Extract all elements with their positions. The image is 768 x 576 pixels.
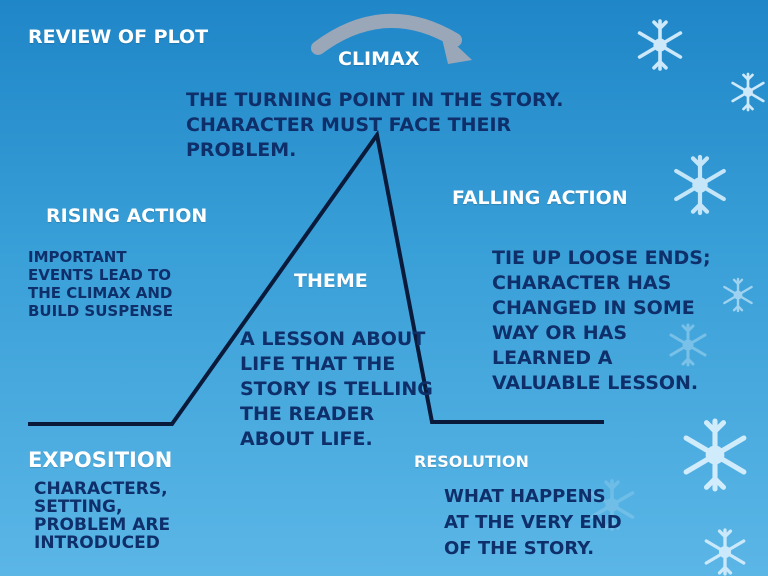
climax-heading: CLIMAX (338, 48, 420, 70)
theme-text: A LESSON ABOUT LIFE THAT THE STORY IS TE… (240, 328, 433, 450)
slide-title: REVIEW OF PLOT (28, 26, 209, 48)
falling-action-heading: FALLING ACTION (452, 187, 628, 209)
theme-heading: THEME (294, 270, 368, 292)
falling-action-text: TIE UP LOOSE ENDS; CHARACTER HAS CHANGED… (492, 247, 711, 394)
climax-text: THE TURNING POINT IN THE STORY. CHARACTE… (186, 89, 564, 161)
rising-action-text: IMPORTANT EVENTS LEAD TO THE CLIMAX AND … (28, 248, 174, 320)
resolution-text: WHAT HAPPENS AT THE VERY END OF THE STOR… (444, 486, 622, 559)
resolution-heading: RESOLUTION (414, 452, 529, 471)
exposition-heading: EXPOSITION (28, 448, 173, 472)
rising-action-heading: RISING ACTION (46, 205, 208, 227)
exposition-text: CHARACTERS, SETTING, PROBLEM ARE INTRODU… (34, 479, 171, 553)
